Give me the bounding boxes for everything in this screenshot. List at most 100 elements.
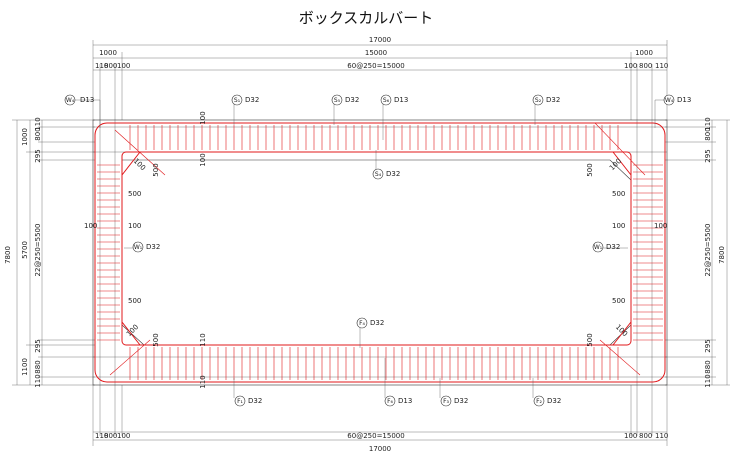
dim-t800-br: 800 <box>639 432 652 440</box>
rebar-stirrups <box>97 125 663 380</box>
callout-f3-size: D32 <box>454 397 468 405</box>
callout-s6-bubble <box>380 94 392 106</box>
right-dimensions: 7800 110 800 295 22@250=5500 295 880 110 <box>665 117 730 388</box>
dim-t110-tl: 110 <box>95 62 108 70</box>
callout-s4-size: D32 <box>386 170 400 178</box>
dim-inner-span-top: 15000 <box>365 49 387 57</box>
dim-bot-110-b: 110 <box>199 375 207 388</box>
dim-wall-100-right-out: 100 <box>654 222 667 230</box>
callout-f4-bubble <box>356 317 368 329</box>
dim-top-100-a: 100 <box>199 111 207 124</box>
callout-s2-size: D32 <box>546 96 560 104</box>
callout-w1-right-bubble <box>592 241 604 253</box>
dim-inner-height-left: 5700 <box>21 241 29 259</box>
haunch-dimensions: 500 500 500 500 500 500 500 500 100 100 … <box>84 111 667 388</box>
callout-s1-bubble <box>231 94 243 106</box>
callout-s2-bubble <box>532 94 544 106</box>
callout-w4-left-size: D13 <box>80 96 94 104</box>
callout-w1-left-mark: W₁ <box>134 244 143 251</box>
dim-t100-tr: 100 <box>624 62 637 70</box>
callout-s5-bubble <box>331 94 343 106</box>
callout-f1-bubble <box>234 395 246 407</box>
callout-w1-right-size: D32 <box>606 243 620 251</box>
top-dimensions: 17000 1000 15000 1000 110 800 100 60@250… <box>92 36 668 120</box>
callout-s4-mark: S₄ <box>375 171 382 178</box>
callout-s2-mark: S₂ <box>535 97 542 104</box>
dim-vert-spacing-left: 22@250=5500 <box>34 224 42 277</box>
callout-s6-size: D13 <box>394 96 408 104</box>
rebar-callouts: W₄ D13 W₄ D13 S₁ D32 S₅ D32 S₆ D13 S₂ D3… <box>64 94 691 407</box>
dim-t110-rt: 110 <box>704 117 712 130</box>
dim-haunch-tl-v: 500 <box>152 163 160 176</box>
drawing-title: ボックスカルバート <box>299 9 434 27</box>
dim-t295-lb: 295 <box>34 339 42 352</box>
dim-t800-tr: 800 <box>639 62 652 70</box>
dim-overall-width-top: 17000 <box>369 36 391 44</box>
dim-overall-height-left: 7800 <box>4 246 12 264</box>
callout-w1-left-bubble <box>132 241 144 253</box>
dim-vert-spacing-right: 22@250=5500 <box>704 224 712 277</box>
dim-t110-lt: 110 <box>34 117 42 130</box>
dim-t110-br: 110 <box>655 432 668 440</box>
dim-overall-width-bottom: 17000 <box>369 445 391 453</box>
dim-chamfer-tr: 100 <box>608 157 623 172</box>
dim-chamfer-tl: 100 <box>132 157 147 172</box>
dim-t100-br: 100 <box>624 432 637 440</box>
callout-w4-right-mark: W₄ <box>665 97 674 104</box>
dim-t800-bl: 800 <box>104 432 117 440</box>
left-dimensions: 7800 1000 5700 1100 110 800 295 22@250=5… <box>4 117 95 388</box>
dim-t295-rb: 295 <box>704 339 712 352</box>
dim-bot-110-a: 110 <box>199 333 207 346</box>
dim-t880-rb: 880 <box>704 360 712 373</box>
callout-s1-size: D32 <box>245 96 259 104</box>
dim-overall-height-right: 7800 <box>718 246 726 264</box>
callout-w1-right-mark: W₁ <box>594 244 603 251</box>
dim-bar-spacing-bottom: 60@250=15000 <box>347 432 404 440</box>
callout-f2-bubble <box>533 395 545 407</box>
callout-w4-right-size: D13 <box>677 96 691 104</box>
callout-f1-mark: F₁ <box>237 398 243 405</box>
dim-right-margin-top: 1000 <box>635 49 653 57</box>
callout-f2-mark: F₂ <box>536 398 542 405</box>
dim-t110-tr: 110 <box>655 62 668 70</box>
dim-t295-rt: 295 <box>704 149 712 162</box>
callout-f2-size: D32 <box>547 397 561 405</box>
dim-bottom-slab-left: 1100 <box>21 358 29 376</box>
callout-f6-mark: F₆ <box>387 398 393 405</box>
dim-t100-tl: 100 <box>117 62 130 70</box>
dim-t110-rb: 110 <box>704 374 712 387</box>
dim-wall-100-right-in: 100 <box>612 222 625 230</box>
dim-haunch-tr-v: 500 <box>586 163 594 176</box>
callout-w1-left-size: D32 <box>146 243 160 251</box>
callout-f6-bubble <box>384 395 396 407</box>
callout-w4-right-bubble <box>663 94 675 106</box>
dim-top-slab-left: 1000 <box>21 128 29 146</box>
callout-s1-mark: S₁ <box>234 97 241 104</box>
dim-wall-100-left-in: 100 <box>128 222 141 230</box>
callout-w4-left-bubble <box>64 94 76 106</box>
dim-t800-lt: 800 <box>34 127 42 140</box>
callout-f6-size: D13 <box>398 397 412 405</box>
dim-haunch-bl-v: 500 <box>152 333 160 346</box>
callout-s5-size: D32 <box>345 96 359 104</box>
callout-f3-bubble <box>440 395 452 407</box>
callout-s4-bubble <box>372 168 384 180</box>
callout-f4-mark: F₄ <box>359 320 365 327</box>
bottom-dimensions: 17000 110 800 100 60@250=15000 100 800 1… <box>92 385 668 453</box>
dim-chamfer-br: 100 <box>614 323 629 338</box>
dim-haunch-tl-h: 500 <box>128 190 141 198</box>
dim-chamfer-bl: 100 <box>125 323 140 338</box>
callout-s6-mark: S₆ <box>383 97 390 104</box>
callout-f1-size: D32 <box>248 397 262 405</box>
dim-t110-lb: 110 <box>34 374 42 387</box>
callout-f3-mark: F₃ <box>443 398 449 405</box>
callout-w4-left-mark: W₄ <box>66 97 75 104</box>
callout-f4-size: D32 <box>370 319 384 327</box>
dim-haunch-br-h: 500 <box>612 297 625 305</box>
rebar-cage <box>94 122 666 383</box>
dim-t100-bl: 100 <box>117 432 130 440</box>
dim-haunch-bl-h: 500 <box>128 297 141 305</box>
callout-s5-mark: S₅ <box>334 97 341 104</box>
dim-t800-rt: 800 <box>704 127 712 140</box>
dim-left-margin-top: 1000 <box>99 49 117 57</box>
